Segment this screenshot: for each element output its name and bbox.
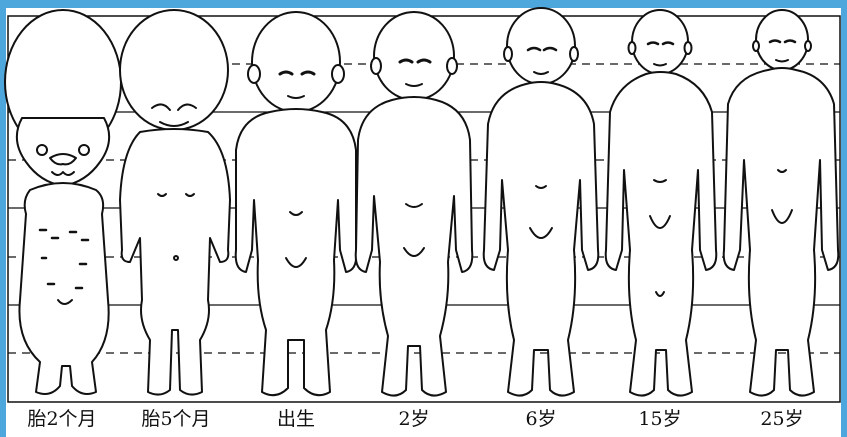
label-fetus-5-months: 胎5个月	[116, 408, 236, 430]
left-frame-bar	[0, 0, 6, 437]
figure-fetus-2-months	[5, 10, 121, 394]
label-2-years: 2岁	[354, 408, 474, 430]
figure-6-years	[484, 8, 599, 396]
label-15-years: 15岁	[600, 408, 720, 430]
figure-25-years	[724, 10, 839, 396]
figure-fetus-5-months	[120, 10, 230, 395]
label-fetus-2-months: 胎2个月	[2, 408, 122, 430]
figure-newborn	[236, 12, 357, 395]
figure-15-years	[606, 10, 717, 396]
top-frame-bar	[0, 0, 847, 8]
label-6-years: 6岁	[481, 408, 601, 430]
label-newborn: 出生	[236, 408, 356, 430]
right-frame-bar	[841, 0, 847, 437]
figure-2-years	[356, 12, 473, 396]
label-25-years: 25岁	[722, 408, 842, 430]
